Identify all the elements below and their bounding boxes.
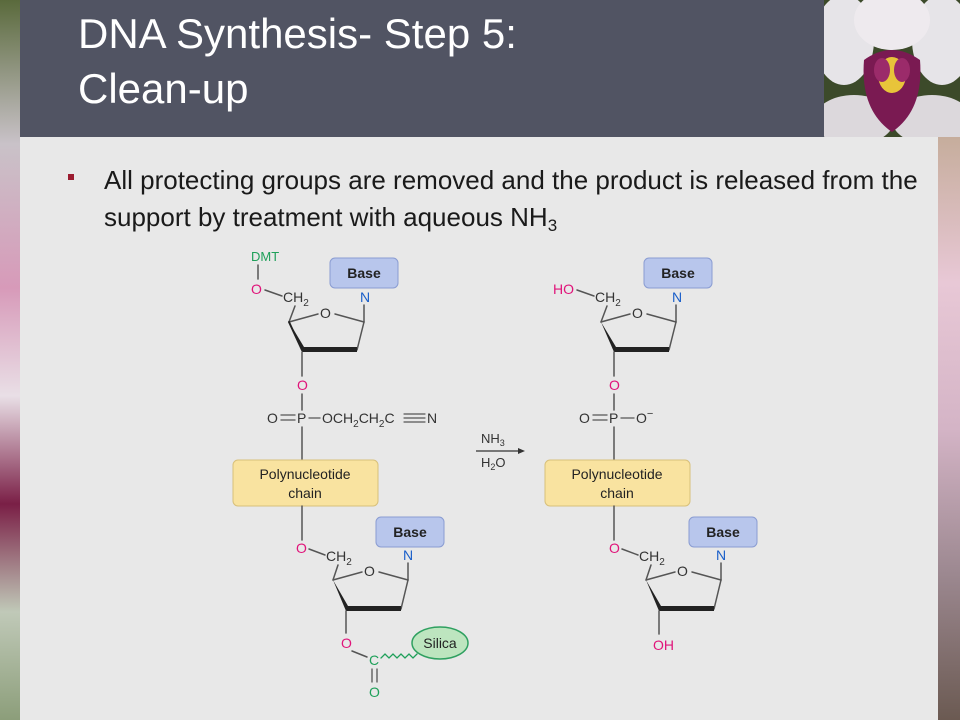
bullet-text: All protecting groups are removed and th… [104,165,918,235]
reactant-structure: DMT O CH2 O Base N O O P OCH2CH2C N [232,249,469,700]
slide-title: DNA Synthesis- Step 5:Clean-up [78,10,517,112]
product-bottom-ch2: CH2 [639,548,665,568]
product-top-ch2: CH2 [595,289,621,309]
reaction-arrow: NH3 H2O [476,431,525,472]
nitrile-nitrogen: N [427,410,437,426]
slide-content: All protecting groups are removed and th… [20,137,938,720]
product-bottom-base-box [688,516,758,548]
product-bottom-base-nitrogen: N [716,547,726,563]
silica-support [411,626,469,660]
product-ring-oxygen-top: O [632,305,643,321]
ring-oxygen-bottom: O [364,563,375,579]
ring-oxygen-top: O [320,305,331,321]
reagent-water: H2O [481,455,506,472]
dmt-label: DMT [251,249,279,264]
product-chain-label-1: Polynucleotide [571,466,662,482]
reactant-chain-label-2: chain [288,485,321,501]
product-ring-oxygen-bottom: O [677,563,688,579]
top-oxygen: O [251,281,262,297]
silica-wavy-bond [380,653,418,659]
linker-carbonyl-oxygen: O [369,684,380,700]
product-structure: HO CH2 O Base N O O P O− Polynucleotide … [544,257,758,653]
product-phosphate-upper-oxygen: O [609,377,620,393]
top-base-box [329,257,399,289]
reagent-ammonia: NH3 [481,431,505,448]
product-phosphorus: P [609,410,618,426]
product-chain-box [544,459,691,507]
product-bottom-base-label: Base [706,524,740,540]
top-ch2: CH2 [283,289,309,309]
top-base-nitrogen: N [360,289,370,305]
bottom-base-label: Base [393,524,427,540]
phosphorus: P [297,410,306,426]
orchid-photo-left-strip [0,0,20,720]
reactant-chain-box [232,459,379,507]
product-top-base-label: Base [661,265,695,281]
bullet-marker [68,174,74,180]
cyanoethyl-group: OCH2CH2C [322,410,395,430]
product-top-hydroxyl: HO [553,281,574,297]
bottom-oxygen: O [296,540,307,556]
silica-label: Silica [423,635,457,651]
product-phosphate-double-oxygen: O [579,410,590,426]
product-bottom-oxygen: O [609,540,620,556]
top-base-label: Base [347,265,381,281]
bottom-base-box [375,516,445,548]
orchid-photo-corner [824,0,960,137]
bottom-base-nitrogen: N [403,547,413,563]
product-top-base-box [643,257,713,289]
linker-carbon: C [369,652,379,668]
reactant-chain-label-1: Polynucleotide [259,466,350,482]
product-chain-label-2: chain [600,485,633,501]
phosphate-double-oxygen: O [267,410,278,426]
product-bottom-hydroxyl: OH [653,637,674,653]
title-bar: DNA Synthesis- Step 5:Clean-up [20,0,824,137]
phosphate-upper-oxygen: O [297,377,308,393]
bottom-ch2: CH2 [326,548,352,568]
product-top-base-nitrogen: N [672,289,682,305]
linker-oxygen: O [341,635,352,651]
product-phosphate-anion: O− [636,408,653,426]
orchid-photo-right-strip [938,137,960,720]
